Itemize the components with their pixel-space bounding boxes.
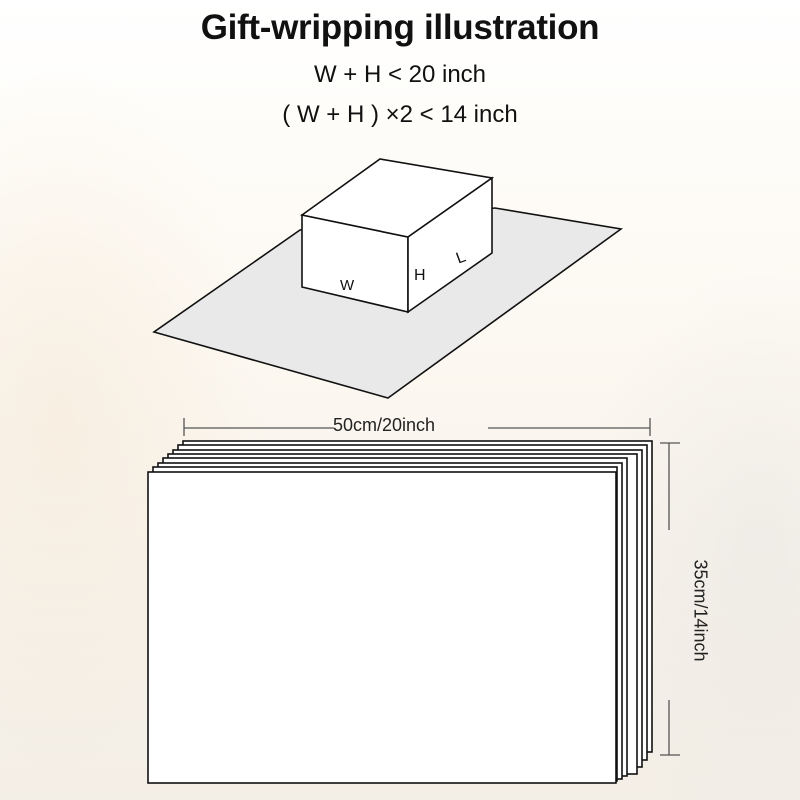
paper-stack (147, 440, 653, 784)
stack-sheet-front (147, 471, 617, 784)
height-dimension-line (660, 442, 680, 756)
box-side-face (407, 176, 493, 314)
box-label-h: H (414, 267, 426, 284)
height-dimension-label: 35cm/14inch (690, 559, 711, 662)
width-dimension-line (183, 418, 651, 436)
formula-sum: W + H < 20 inch (313, 61, 487, 88)
formula-double: ( W + H ) ×2 < 14 inch (282, 101, 518, 128)
page-title: Gift-wripping illustration (200, 8, 600, 47)
width-dimension-label: 50cm/20inch (333, 415, 436, 435)
box-label-w: W (340, 277, 355, 294)
